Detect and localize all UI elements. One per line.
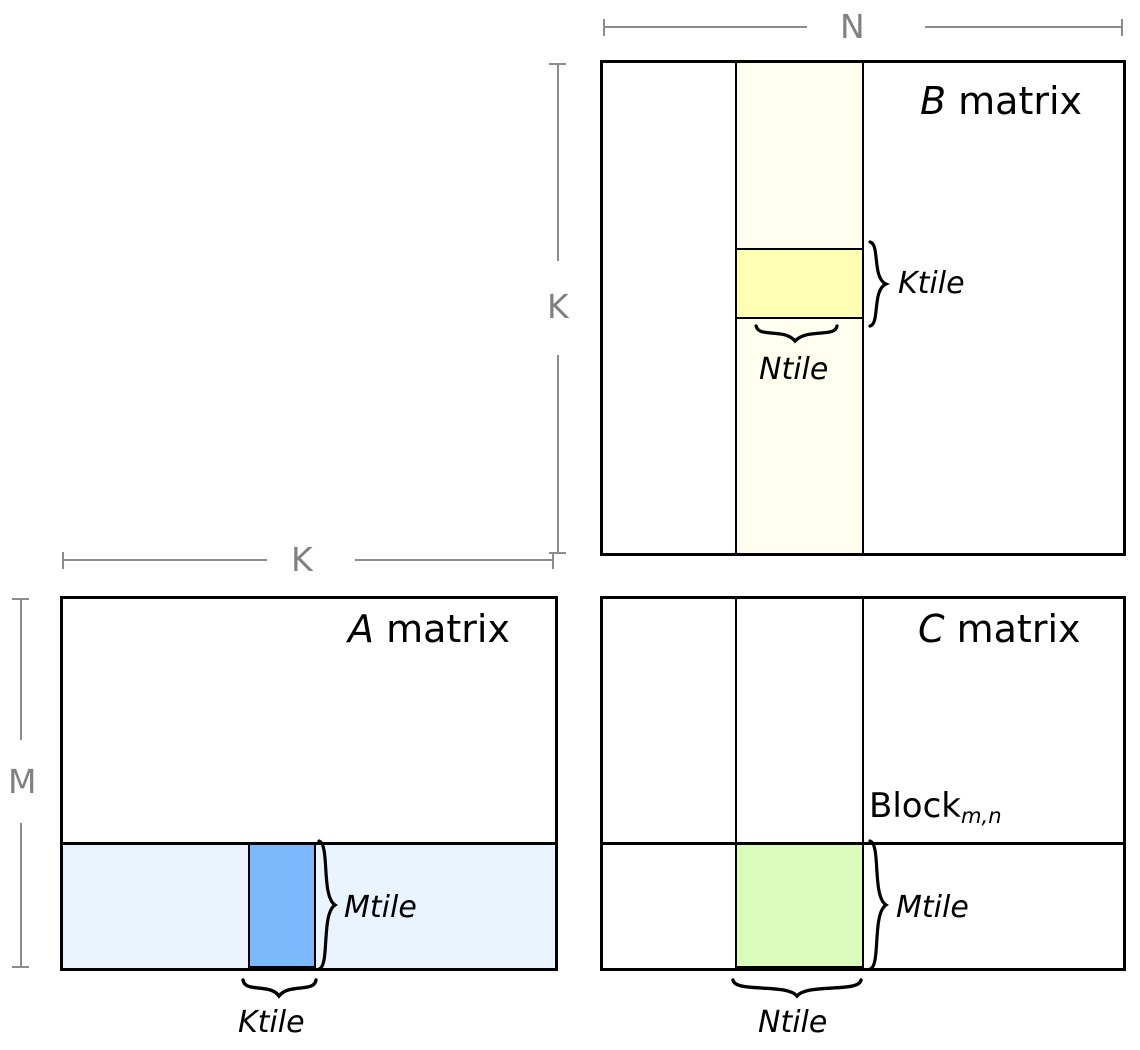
n-dim-tick-right	[1121, 19, 1123, 36]
b-ntile-label: Ntile	[759, 352, 829, 387]
k-vert-dim-line-bottom	[557, 355, 559, 553]
block-label-subscript: m,n	[960, 802, 1002, 828]
c-matrix-name-suffix: matrix	[944, 607, 1081, 651]
c-matrix-divider-left	[735, 599, 737, 968]
a-matrix-name: A	[348, 607, 374, 651]
m-dim-tick-bottom	[12, 966, 29, 968]
b-ktile-label: Ktile	[898, 266, 965, 301]
a-mtile-brace	[317, 839, 338, 971]
a-ktile-brace	[241, 978, 318, 999]
block-label-base: Block	[869, 786, 961, 826]
a-mtile-label: Mtile	[344, 890, 417, 925]
k-vert-dim-line-top	[557, 63, 559, 261]
a-ktile-label: Ktile	[238, 1005, 305, 1040]
c-matrix-tile	[735, 843, 864, 968]
m-dim-line-bottom	[20, 823, 22, 967]
b-ktile-brace	[868, 240, 891, 328]
m-dim-line-top	[20, 598, 22, 740]
c-ntile-brace	[731, 978, 863, 999]
b-matrix-name-suffix: matrix	[946, 79, 1083, 123]
b-matrix-name: B	[920, 79, 947, 123]
c-matrix-title: C matrix	[918, 610, 1081, 648]
b-matrix-tile	[735, 248, 864, 319]
b-ntile-brace	[754, 324, 839, 344]
k-vert-dim-label: K	[547, 287, 569, 326]
a-matrix-tile	[248, 843, 316, 968]
k-horiz-dim-tick-right	[552, 552, 554, 569]
n-dim-line-right	[925, 26, 1123, 28]
c-matrix-box	[600, 596, 1126, 971]
n-dim-line-left	[603, 26, 807, 28]
a-matrix-name-suffix: matrix	[374, 607, 510, 651]
k-horiz-dim-line-left	[62, 559, 267, 561]
c-mtile-brace	[868, 839, 889, 971]
k-vert-dim-tick-bottom	[549, 552, 566, 554]
m-dim-label: M	[8, 762, 37, 801]
a-matrix-title: A matrix	[348, 610, 510, 648]
c-matrix-name: C	[918, 607, 945, 651]
n-dim-label: N	[840, 7, 865, 46]
b-matrix-box	[600, 60, 1126, 556]
a-matrix-box	[60, 596, 558, 971]
b-matrix-title: B matrix	[920, 82, 1082, 120]
c-mtile-label: Mtile	[896, 890, 969, 925]
c-matrix-divider-right	[862, 599, 864, 968]
c-matrix-block-label: Blockm,n	[869, 789, 1002, 826]
k-horiz-dim-line-right	[355, 559, 554, 561]
k-horiz-dim-label: K	[291, 540, 313, 579]
c-ntile-label: Ntile	[758, 1005, 828, 1040]
